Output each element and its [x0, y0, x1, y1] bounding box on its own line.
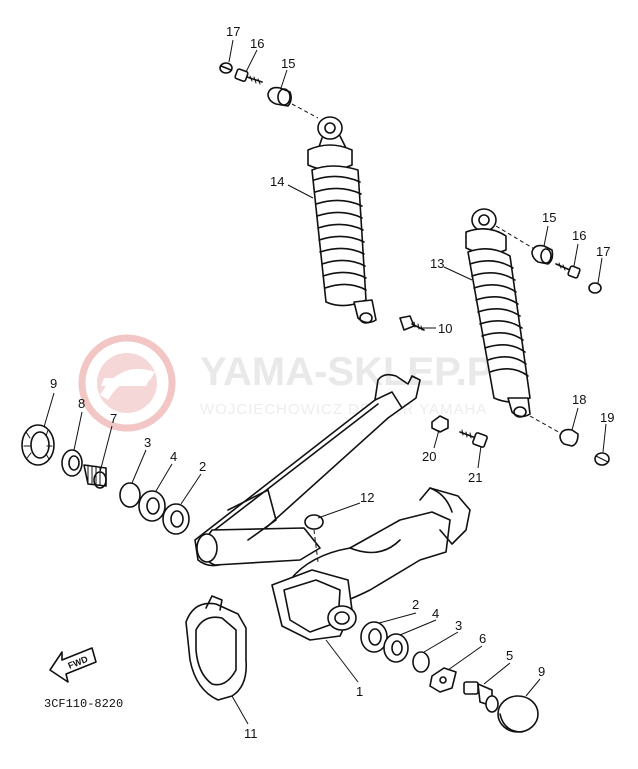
forward-direction-badge: FWD — [49, 647, 97, 683]
callout-18: 18 — [572, 392, 586, 407]
collar-3-left — [119, 482, 141, 508]
shock-absorber-13 — [465, 208, 531, 418]
callout-5: 5 — [506, 648, 513, 663]
callout-10: 10 — [438, 321, 452, 336]
left-bearing-stack — [21, 424, 190, 535]
callout-4-left: 4 — [170, 449, 177, 464]
callout-2-right: 2 — [412, 597, 419, 612]
washer-6 — [429, 667, 457, 693]
swingarm-1 — [194, 373, 471, 641]
shock-absorber-14 — [307, 116, 377, 324]
callout-11: 11 — [244, 726, 258, 741]
bolt-5 — [463, 681, 499, 713]
watermark-title: YAMA-SKLEP.PL — [200, 350, 518, 394]
collar-15-left — [267, 86, 292, 107]
bearing-2-left — [162, 503, 190, 535]
callout-14: 14 — [270, 174, 284, 189]
collar-15-right — [531, 244, 554, 265]
bolt-16-right — [555, 262, 581, 279]
nut-17-left — [219, 62, 233, 74]
cap-9-left — [21, 424, 55, 466]
watermark: YAMA-SKLEP.PL WOJCIECHOWICZ DEALER YAMAH… — [78, 334, 518, 432]
collar-3-right — [412, 651, 430, 673]
rear-shock-right-assembly — [465, 208, 610, 466]
bolt-21 — [459, 429, 488, 448]
callout-16-left: 16 — [250, 36, 264, 51]
callout-20: 20 — [422, 449, 436, 464]
callout-3-left: 3 — [144, 435, 151, 450]
cap-12 — [304, 514, 324, 530]
bearing-4-right — [383, 633, 409, 663]
bushing-7 — [83, 464, 107, 489]
cap-9-right — [497, 695, 539, 733]
callout-21: 21 — [468, 470, 482, 485]
nut-19 — [594, 452, 610, 466]
callout-12: 12 — [360, 490, 374, 505]
watermark-subtitle: WOJCIECHOWICZ DEALER YAMAHA — [200, 401, 487, 418]
callout-9-right: 9 — [538, 664, 545, 679]
collar-18 — [559, 428, 579, 447]
bolt-10 — [399, 315, 425, 331]
callout-2-left: 2 — [199, 459, 206, 474]
swingarm-assembly — [194, 315, 488, 641]
callout-16-right: 16 — [572, 228, 586, 243]
leader-lines — [43, 39, 607, 725]
watermark-logo — [78, 334, 176, 432]
callout-7: 7 — [110, 411, 117, 426]
chain-guard-11 — [185, 595, 248, 701]
callout-1: 1 — [356, 684, 363, 699]
callout-19: 19 — [600, 410, 614, 425]
rear-shock-left-assembly — [219, 62, 377, 324]
bearing-2-right — [360, 621, 388, 653]
nut-17-right — [588, 282, 602, 294]
callout-15-right: 15 — [542, 210, 556, 225]
callout-17-left: 17 — [226, 24, 240, 39]
callout-6: 6 — [479, 631, 486, 646]
diagram-code: 3CF110-8220 — [44, 697, 123, 711]
callout-13: 13 — [430, 256, 444, 271]
seal-8 — [61, 449, 83, 477]
right-bearing-stack — [360, 621, 539, 733]
callout-4-right: 4 — [432, 606, 439, 621]
callouts: 17 16 15 14 15 16 17 13 10 18 19 20 21 1… — [50, 24, 614, 741]
callout-9-left: 9 — [50, 376, 57, 391]
callout-3-right: 3 — [455, 618, 462, 633]
callout-8: 8 — [78, 396, 85, 411]
bolt-16-left — [234, 68, 263, 85]
callout-17-right: 17 — [596, 244, 610, 259]
callout-15-left: 15 — [281, 56, 295, 71]
bearing-4-left — [138, 490, 166, 522]
nut-20 — [431, 415, 449, 433]
